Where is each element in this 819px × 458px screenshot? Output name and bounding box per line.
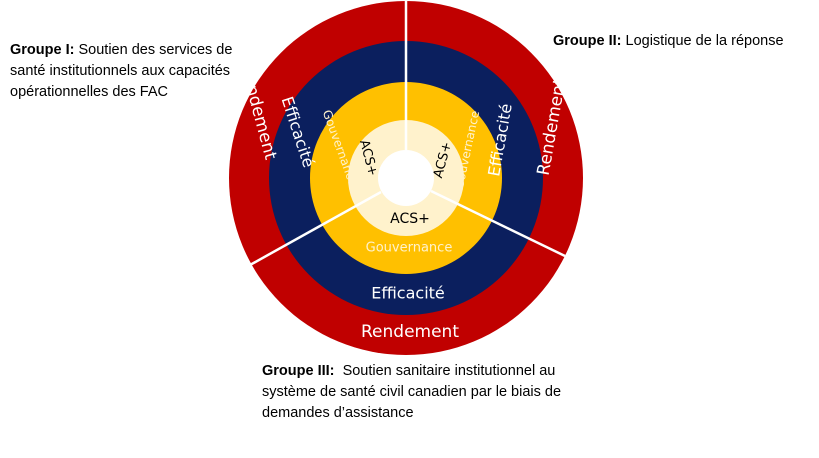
bottom-gouvernance: Gouvernance — [366, 241, 453, 256]
group-3-text: Soutien sanitaire institutionnel au syst… — [262, 363, 562, 421]
group-2-title: Groupe II: — [553, 33, 622, 49]
divider-right — [430, 189, 566, 258]
group-2-label: Groupe II: Logistique de la réponse — [553, 31, 813, 52]
group-2-text: Logistique de la réponse — [625, 33, 784, 49]
group-1-title: Groupe I: — [10, 42, 75, 58]
group-3-label: Groupe III: Soutien sanitaire institutio… — [262, 361, 567, 424]
group-3-title: Groupe III: — [262, 363, 335, 379]
group-1-label: Groupe I: Soutien des services de santé … — [10, 40, 260, 103]
bottom-efficacite: Efficacité — [371, 284, 445, 303]
bottom-rendement: Rendement — [361, 322, 459, 342]
divider-left — [249, 190, 382, 267]
center-hole — [378, 150, 434, 206]
bottom-acs: ACS+ — [390, 211, 430, 227]
group-1-text: Soutien des services de santé institutio… — [10, 42, 233, 100]
